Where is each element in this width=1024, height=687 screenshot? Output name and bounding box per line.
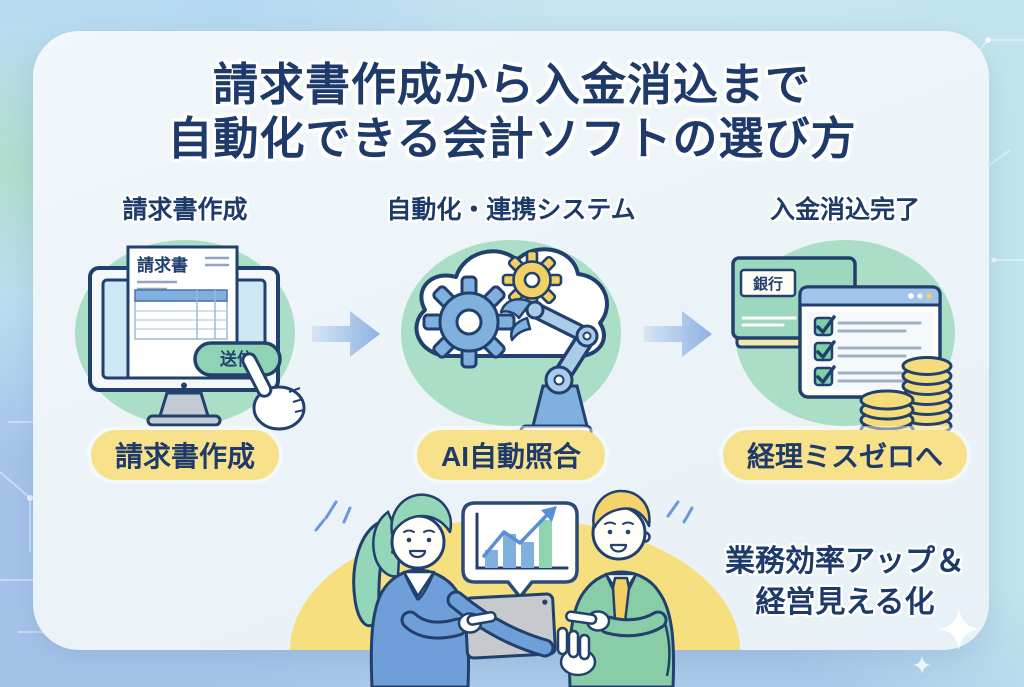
chart-bar [539, 520, 552, 568]
page-title-line-1: 請求書作成から入金消込まで [212, 59, 811, 110]
step-header: 自動化・連携システム [386, 196, 636, 224]
page-title: 請求書作成から入金消込まで 自動化できる会計ソフトの選び方 [0, 58, 1024, 166]
bank-label: 銀行 [753, 275, 783, 293]
step-badge: 経理ミスゼロへ [722, 430, 968, 480]
coins-icon [859, 356, 953, 441]
flow-arrow-icon [312, 311, 380, 357]
growth-chart-bubble [461, 501, 579, 599]
man-pointing-hand [565, 610, 668, 638]
invoice-doc-title: 請求書 [137, 255, 188, 275]
trend-arrowhead [541, 506, 557, 522]
sparkle-lines-icon [314, 500, 694, 532]
bank-checklist-coins-icon: 銀行 [731, 256, 953, 441]
chart-bar [485, 550, 498, 568]
footer-line-1: 業務効率アップ＆ [725, 545, 965, 578]
automation-cloud-gears-robot-icon [414, 247, 609, 440]
footer-line-2: 経営見える化 [755, 586, 935, 619]
step-header: 入金消込完了 [769, 196, 920, 224]
flow-arrow-icon [644, 311, 712, 357]
page-title-line-2: 自動化できる会計ソフトの選び方 [167, 113, 857, 164]
chart-bar [503, 534, 516, 568]
step-column-invoice-creation: 請求書作成 請求書 [55, 190, 315, 480]
step-column-reconciliation: 入金消込完了 銀行 [715, 190, 975, 480]
sparkle-icon [912, 655, 932, 675]
gear-icon [422, 275, 516, 369]
footer-benefit-text: 業務効率アップ＆ 経営見える化 [700, 541, 990, 623]
cursor-hand-icon [241, 352, 306, 431]
invoice-monitor-icon: 請求書 送信 [88, 245, 306, 431]
woman-holding-arm [446, 590, 597, 677]
step-header: 請求書作成 [122, 196, 248, 224]
step-badge: 請求書作成 [90, 430, 280, 480]
woman-pointing-hand [400, 610, 497, 640]
people-illustration [290, 489, 740, 687]
step-badge: AI自動照合 [416, 430, 606, 480]
chart-bar [521, 542, 534, 568]
step-column-automation: 自動化・連携システム [381, 190, 641, 480]
